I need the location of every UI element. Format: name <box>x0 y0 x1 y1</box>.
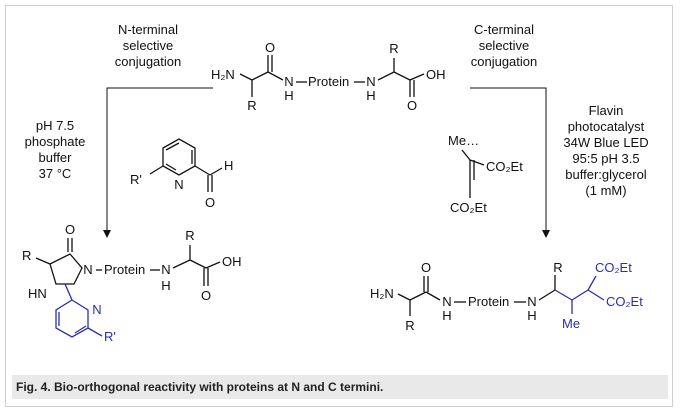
o-label: O <box>407 98 417 113</box>
n-label: N <box>527 294 536 309</box>
protein-label: Protein <box>104 262 145 277</box>
protein-label: Protein <box>308 74 349 89</box>
right-cond-6: (1 mM) <box>585 183 626 198</box>
right-title-line-3: conjugation <box>471 54 538 69</box>
r-label: R <box>185 228 194 243</box>
n-terminal-product: O R HN N Protein N H R O OH N R' <box>22 222 242 344</box>
right-cond-1: Flavin <box>589 103 624 118</box>
h-label: H <box>224 158 233 173</box>
left-cond-2: phosphate <box>25 134 86 149</box>
r-label: R <box>22 248 31 263</box>
right-cond-4: 95:5 pH 3.5 <box>572 151 639 166</box>
right-cond-5: buffer:glycerol <box>565 167 647 182</box>
ester-label: CO₂Et <box>595 260 632 275</box>
right-title-line-1: C-terminal <box>474 22 534 37</box>
left-cond-1: pH 7.5 <box>36 118 74 133</box>
figure-caption: Fig. 4. Bio-orthogonal reactivity with p… <box>12 375 668 399</box>
r-label: R <box>247 98 256 113</box>
protein-label: Protein <box>468 294 509 309</box>
left-title-line-3: conjugation <box>115 54 182 69</box>
h-label: H <box>284 88 293 103</box>
r-label: R <box>405 318 414 333</box>
right-title-line-2: selective <box>479 38 530 53</box>
starting-protein: H₂N R O N H Protein N H R O OH <box>211 40 446 113</box>
right-cond-3: 34W Blue LED <box>563 135 648 150</box>
h2n-label: H₂N <box>370 286 394 301</box>
oh-label: OH <box>426 67 446 82</box>
left-cond-3: buffer <box>38 150 72 165</box>
n-label: N <box>366 74 375 89</box>
right-arrowhead <box>542 230 550 238</box>
h-label: H <box>366 88 375 103</box>
ester-label: CO₂Et <box>450 200 487 215</box>
o-label: O <box>205 195 215 210</box>
o-label: O <box>265 40 275 55</box>
figure-frame <box>5 5 673 407</box>
n-label: N <box>442 294 451 309</box>
r-label: R <box>553 260 562 275</box>
hn-label: HN <box>28 286 47 301</box>
alkylidene-malonate-reagent: Me… CO₂Et CO₂Et <box>448 133 523 215</box>
left-cond-4: 37 °C <box>39 166 72 181</box>
n-label: N <box>161 262 170 277</box>
right-cond-2: photocatalyst <box>568 119 645 134</box>
h-label: H <box>527 308 536 323</box>
ester-label: CO₂Et <box>606 294 643 309</box>
n-label: N <box>83 262 92 277</box>
r-label: R <box>389 41 398 56</box>
left-arrowhead <box>103 230 111 238</box>
me-ethyl-label: Me… <box>448 133 479 148</box>
pyridine-aldehyde-reagent: N R' H O <box>130 138 233 210</box>
o-label: O <box>201 288 211 303</box>
n-label: N <box>92 302 101 317</box>
ester-label: CO₂Et <box>486 159 523 174</box>
left-title-line-1: N-terminal <box>118 22 178 37</box>
n-label: N <box>284 74 293 89</box>
left-title-line-2: selective <box>123 38 174 53</box>
c-terminal-product: H₂N R O N H Protein N H R Me CO₂Et CO₂Et <box>370 260 643 333</box>
o-label: O <box>421 260 431 275</box>
me-label: Me <box>562 316 580 331</box>
h-label: H <box>161 278 170 293</box>
right-arrow <box>470 87 547 236</box>
left-arrow <box>106 87 213 236</box>
oh-label: OH <box>222 254 242 269</box>
h-label: H <box>442 308 451 323</box>
r-prime-label: R' <box>104 329 116 344</box>
r-prime-label: R' <box>130 172 142 187</box>
h2n-label: H₂N <box>211 67 235 82</box>
n-label: N <box>174 177 183 192</box>
o-label: O <box>65 222 75 237</box>
